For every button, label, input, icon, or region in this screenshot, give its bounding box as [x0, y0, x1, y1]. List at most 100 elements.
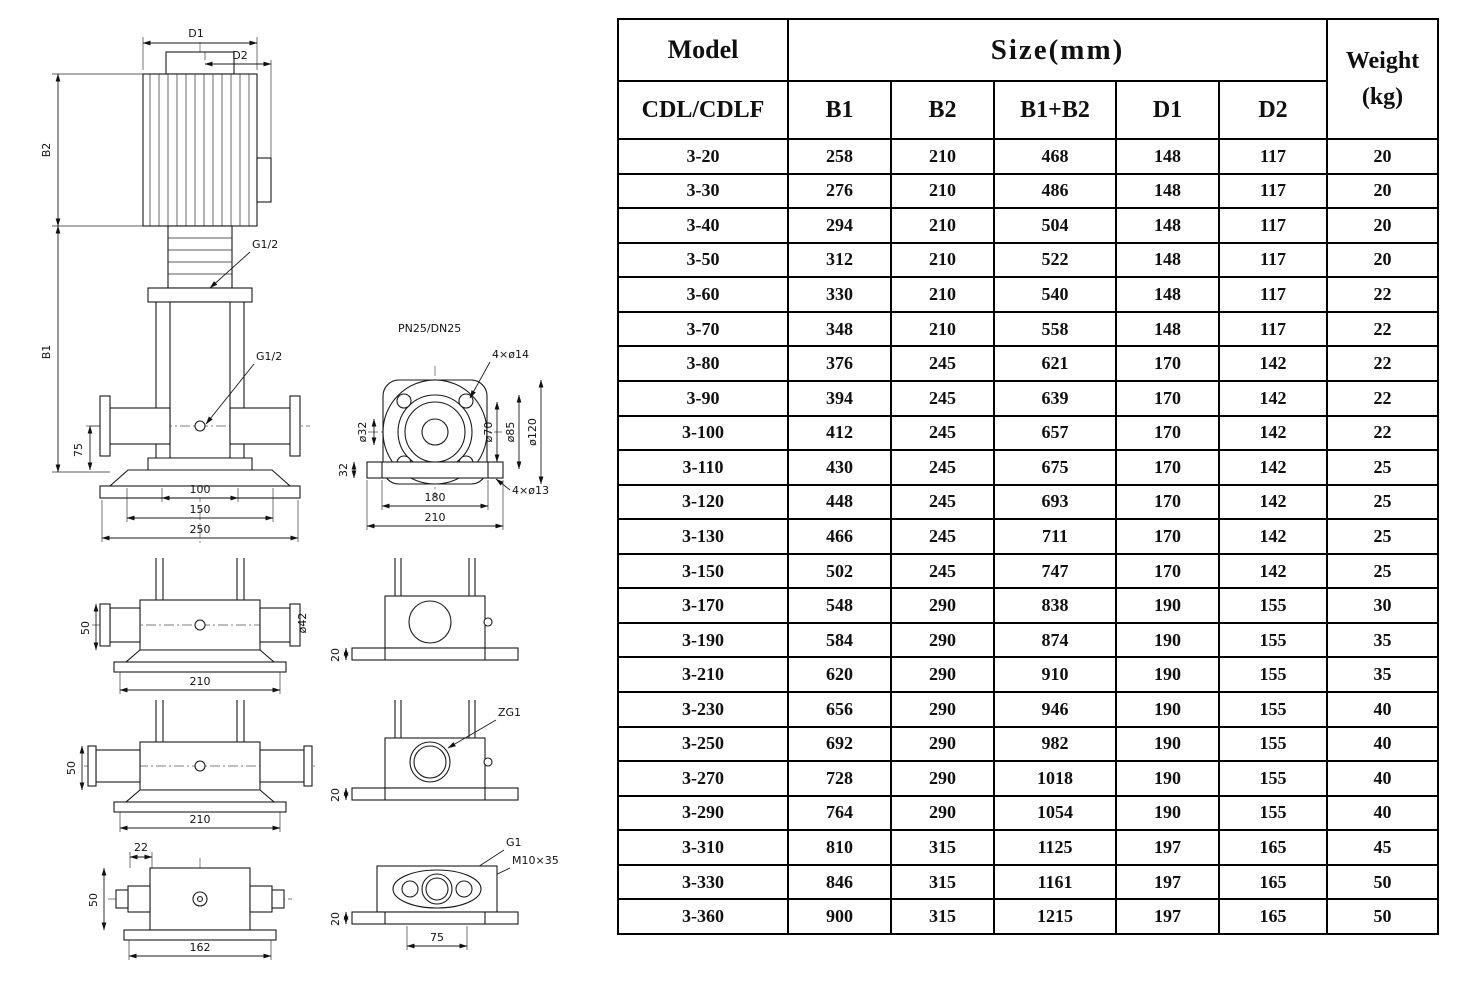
value-cell: 142 — [1217, 345, 1329, 382]
value-cell: 245 — [890, 449, 995, 486]
value-cell: 657 — [993, 414, 1117, 452]
value-cell: 190 — [1115, 760, 1220, 797]
dim-label-75b: 75 — [430, 931, 444, 944]
value-cell: 810 — [787, 829, 892, 866]
dim-label-20b: 20 — [329, 788, 342, 802]
model-cell: 3-20 — [617, 138, 789, 175]
dia-label-32: ø32 — [356, 422, 369, 443]
technical-drawing-pane: D1 D2 B2 B1 75 G1/2 G1/2 100 150 250 — [0, 0, 615, 1000]
dim-label-32h: 32 — [337, 463, 350, 477]
value-cell: 190 — [1115, 691, 1220, 728]
model-cell: 3-50 — [617, 241, 789, 279]
value-cell: 290 — [890, 587, 995, 624]
value-cell: 22 — [1326, 379, 1440, 417]
value-cell: 747 — [993, 552, 1117, 590]
weight-unit-label: (kg) — [1361, 84, 1404, 110]
value-cell: 22 — [1326, 345, 1440, 382]
model-cell: 3-270 — [617, 760, 789, 797]
model-cell: 3-130 — [617, 518, 789, 555]
value-cell: 148 — [1115, 138, 1220, 175]
value-cell: 448 — [787, 483, 892, 521]
value-cell: 846 — [787, 863, 892, 901]
value-cell: 30 — [1326, 587, 1440, 624]
value-cell: 412 — [787, 414, 892, 452]
value-cell: 45 — [1326, 829, 1440, 866]
value-cell: 468 — [993, 138, 1117, 175]
value-cell: 170 — [1115, 518, 1220, 555]
value-cell: 25 — [1326, 483, 1440, 521]
value-cell: 148 — [1115, 276, 1220, 313]
dia-label-120: ø120 — [526, 418, 539, 446]
value-cell: 210 — [890, 276, 995, 313]
value-cell: 170 — [1115, 552, 1220, 590]
dim-label-d2: D2 — [232, 49, 247, 62]
value-cell: 142 — [1217, 449, 1329, 486]
value-cell: 294 — [787, 207, 892, 244]
dim-label-20c: 20 — [329, 912, 342, 926]
value-cell: 142 — [1217, 414, 1329, 452]
value-cell: 155 — [1217, 587, 1329, 624]
dim-label-b2: B2 — [40, 143, 53, 158]
col-header-d2: D2 — [1217, 80, 1329, 140]
value-cell: 117 — [1217, 310, 1329, 348]
value-cell: 40 — [1326, 760, 1440, 797]
value-cell: 142 — [1217, 518, 1329, 555]
pump-base-view-b: 50 210 — [65, 700, 316, 832]
value-cell: 558 — [993, 310, 1117, 348]
header-row-2: CDL/CDLF B1 B2 B1+B2 D1 D2 — [617, 80, 1438, 140]
value-cell: 290 — [890, 725, 995, 763]
value-cell: 430 — [787, 449, 892, 486]
value-cell: 315 — [890, 829, 995, 866]
value-cell: 165 — [1217, 898, 1329, 935]
value-cell: 639 — [993, 379, 1117, 417]
bolt-spec-bottom-label: 4×ø13 — [512, 484, 549, 497]
value-cell: 290 — [890, 656, 995, 693]
oval-flange-view: G1 M10×35 20 75 — [329, 836, 559, 950]
col-header-b1b2: B1+B2 — [993, 80, 1117, 140]
value-cell: 348 — [787, 310, 892, 348]
value-cell: 258 — [787, 138, 892, 175]
value-cell: 1018 — [993, 760, 1117, 797]
value-cell: 25 — [1326, 518, 1440, 555]
model-cell: 3-40 — [617, 207, 789, 244]
value-cell: 290 — [890, 760, 995, 797]
dim-label-75: 75 — [72, 443, 85, 457]
value-cell: 693 — [993, 483, 1117, 521]
value-cell: 900 — [787, 898, 892, 935]
spec-table-section: Model Size(mm) Weight (kg) CDL/CDLF B1 B… — [617, 18, 1440, 935]
value-cell: 197 — [1115, 829, 1220, 866]
value-cell: 148 — [1115, 172, 1220, 210]
weight-header: Weight (kg) — [1326, 18, 1440, 140]
value-cell: 155 — [1217, 691, 1329, 728]
value-cell: 692 — [787, 725, 892, 763]
value-cell: 22 — [1326, 310, 1440, 348]
value-cell: 20 — [1326, 241, 1440, 279]
value-cell: 142 — [1217, 552, 1329, 590]
value-cell: 25 — [1326, 552, 1440, 590]
value-cell: 155 — [1217, 725, 1329, 763]
model-cell: 3-110 — [617, 449, 789, 486]
value-cell: 584 — [787, 621, 892, 659]
value-cell: 20 — [1326, 207, 1440, 244]
value-cell: 548 — [787, 587, 892, 624]
value-cell: 210 — [890, 241, 995, 279]
flange-top-view: PN25/DN25 4×ø14 ø32 ø70 ø85 ø120 32 180 — [337, 322, 549, 530]
value-cell: 290 — [890, 691, 995, 728]
value-cell: 20 — [1326, 172, 1440, 210]
model-cell: 3-330 — [617, 863, 789, 901]
value-cell: 946 — [993, 691, 1117, 728]
value-cell: 210 — [890, 207, 995, 244]
value-cell: 245 — [890, 483, 995, 521]
value-cell: 1125 — [993, 829, 1117, 866]
port-label-g12-top: G1/2 — [252, 238, 278, 251]
